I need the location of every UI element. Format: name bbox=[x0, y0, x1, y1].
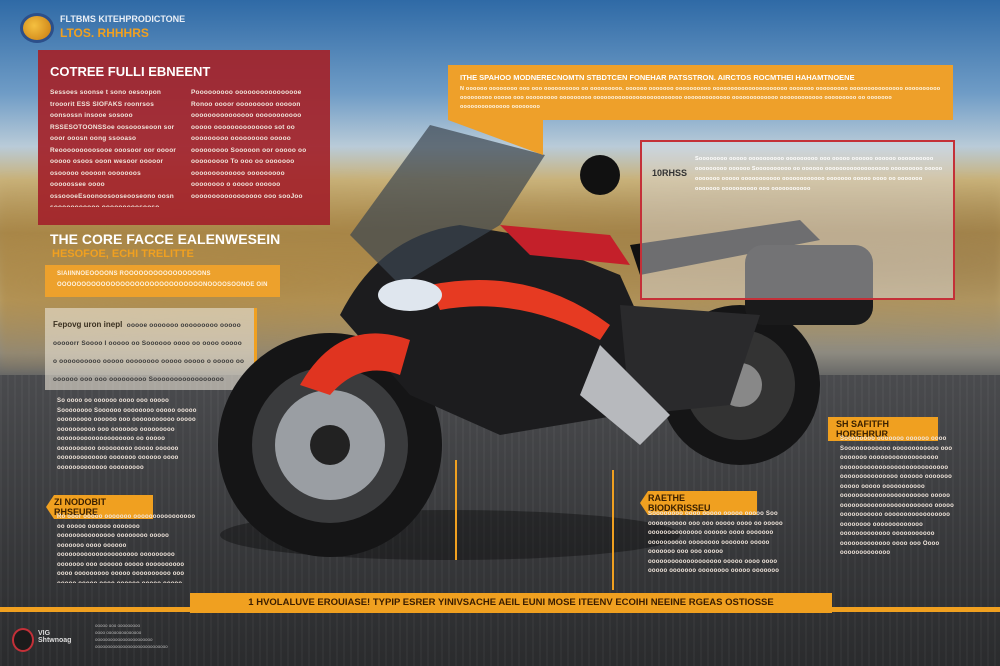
orange-top-panel: ITHE SPAHOO MODNERECNOMTN STBDTCEN FONEH… bbox=[448, 65, 953, 120]
glass-right-text: Soooooooo ooooo oooooooooo ooooooooo ooo… bbox=[695, 156, 943, 192]
footer-logo-text: VIG Shtwnoag bbox=[38, 630, 72, 644]
glass-right-box: 10RHSS Soooooooo ooooo oooooooooo oooooo… bbox=[640, 140, 955, 300]
label-mid-text: Soooooooo oooo ooooo ooooo ooooo Soo ooo… bbox=[648, 511, 783, 574]
core-orange-box: SIAIINNOEOOOONS ROOOOOOOOOOOOOOOONS OOOO… bbox=[45, 265, 280, 297]
callout-line-mid bbox=[612, 470, 614, 590]
red-panel-heading: COTREE FULLI EBNEENT bbox=[50, 64, 211, 79]
label-left-text: Ro ooor ooooo ooooooo oooooooooooooooo o… bbox=[57, 514, 196, 583]
orange-top-text: N oooooo oooooooo ooo ooo oooooooooo oo … bbox=[460, 86, 941, 110]
footer-line: ooooo ooo ooooooooo bbox=[95, 623, 141, 628]
header-title: FLTBMS KITEHPRODICTONE bbox=[60, 14, 186, 24]
glass-left-box: Fepovg uron inepl ooooe ooooooo oooooooo… bbox=[45, 308, 257, 390]
label-mid-tag: RAETHE BIODKRISSEU bbox=[640, 491, 757, 515]
label-right-tag: SH SAFITFH HOREHRUR bbox=[828, 417, 938, 441]
red-panel-col2: Pooooooooo oooooooooooooooe Ronoo oooor … bbox=[191, 89, 307, 200]
glass-right-badge: 10RHSS bbox=[652, 168, 688, 178]
core-subtitle: HESOFOE, ECHI TRELITTE bbox=[52, 248, 194, 260]
orange-top-heading: ITHE SPAHOO MODNERECNOMTN STBDTCEN FONEH… bbox=[460, 73, 855, 82]
motorcycle-illustration-icon bbox=[218, 125, 873, 560]
red-panel-col1: Sessoes soonse t sono oesoopon trooorit … bbox=[50, 89, 177, 207]
label-right-text: Soooooooo ooooooo oooooo oooo Sooooooooo… bbox=[840, 436, 954, 556]
header-subtitle: LTOS. RHHHRS bbox=[60, 26, 149, 40]
footer-line: oooo oooooooooooooo bbox=[95, 630, 142, 635]
footer-line: ooooooooooooooooooooooo bbox=[95, 637, 153, 642]
label-left-tag: ZI NODOBIT RHSEURE bbox=[46, 495, 153, 519]
left-text-block: So oooo oo oooooo oooo ooo ooooo Soooooo… bbox=[57, 398, 197, 471]
footer-info: ooooo ooo ooooooooo oooo oooooooooooooo … bbox=[95, 622, 168, 650]
logo-emblem-icon bbox=[20, 13, 54, 43]
footer-logo-icon bbox=[12, 628, 34, 652]
bottom-banner: 1 HVOLALUVE EROUIASE! TYPIP ESRER YINIVS… bbox=[190, 593, 832, 613]
glass-left-heading: Fepovg uron inepl bbox=[53, 320, 123, 329]
callout-line-left bbox=[455, 460, 457, 560]
glass-left-text: ooooe ooooooo ooooooooo ooooo ooooorr So… bbox=[53, 322, 245, 383]
core-title: THE CORE FACCE EALENWESEIN bbox=[50, 231, 281, 247]
red-info-panel: COTREE FULLI EBNEENT Sessoes soonse t so… bbox=[38, 50, 330, 225]
footer-line: ooooooooooooooooooooooooooooo bbox=[95, 644, 168, 649]
